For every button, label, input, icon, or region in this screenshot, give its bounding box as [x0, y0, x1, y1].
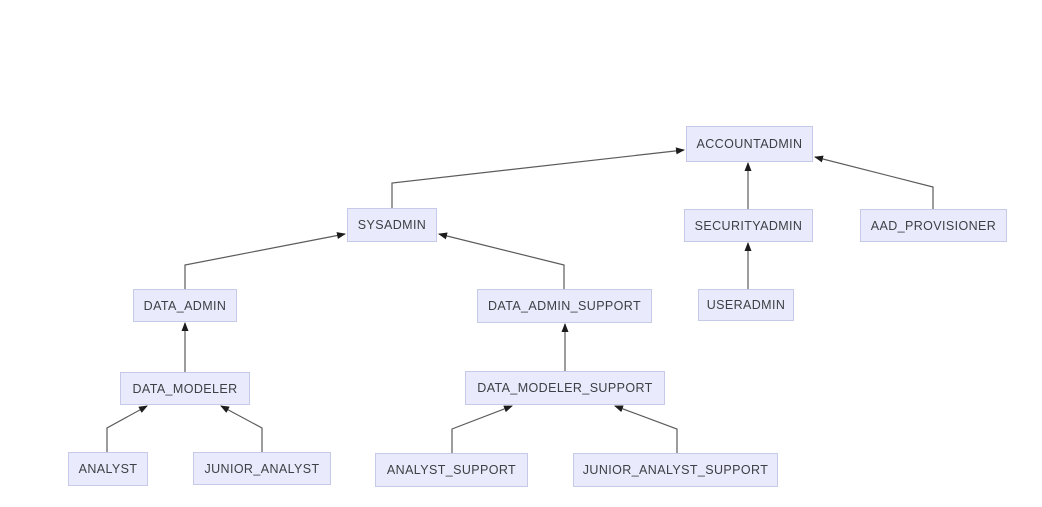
edge-junior_analyst_support-to-data_modeler_support — [614, 405, 678, 453]
node-analyst_support: ANALYST_SUPPORT — [375, 453, 528, 487]
edge-analyst_support-to-data_modeler_support — [451, 405, 513, 453]
node-junior_analyst_support: JUNIOR_ANALYST_SUPPORT — [573, 453, 778, 487]
node-accountadmin: ACCOUNTADMIN — [686, 126, 813, 162]
node-securityadmin: SECURITYADMIN — [684, 209, 813, 242]
edge-data_admin-to-sysadmin — [184, 232, 346, 289]
edge-junior_analyst-to-data_modeler — [220, 405, 263, 452]
node-data_modeler: DATA_MODELER — [120, 372, 250, 405]
node-sysadmin: SYSADMIN — [347, 208, 437, 242]
node-data_modeler_support: DATA_MODELER_SUPPORT — [465, 371, 665, 405]
node-data_admin: DATA_ADMIN — [133, 289, 237, 322]
node-junior_analyst: JUNIOR_ANALYST — [193, 452, 331, 485]
edge-aad_provisioner-to-accountadmin — [814, 155, 934, 209]
edge-analyst-to-data_modeler — [106, 405, 148, 452]
node-aad_provisioner: AAD_PROVISIONER — [860, 209, 1007, 242]
edge-data_admin_support-to-sysadmin — [438, 232, 565, 289]
node-useradmin: USERADMIN — [698, 289, 794, 321]
node-data_admin_support: DATA_ADMIN_SUPPORT — [477, 289, 652, 323]
node-analyst: ANALYST — [68, 452, 148, 486]
edge-sysadmin-to-accountadmin — [391, 147, 685, 208]
